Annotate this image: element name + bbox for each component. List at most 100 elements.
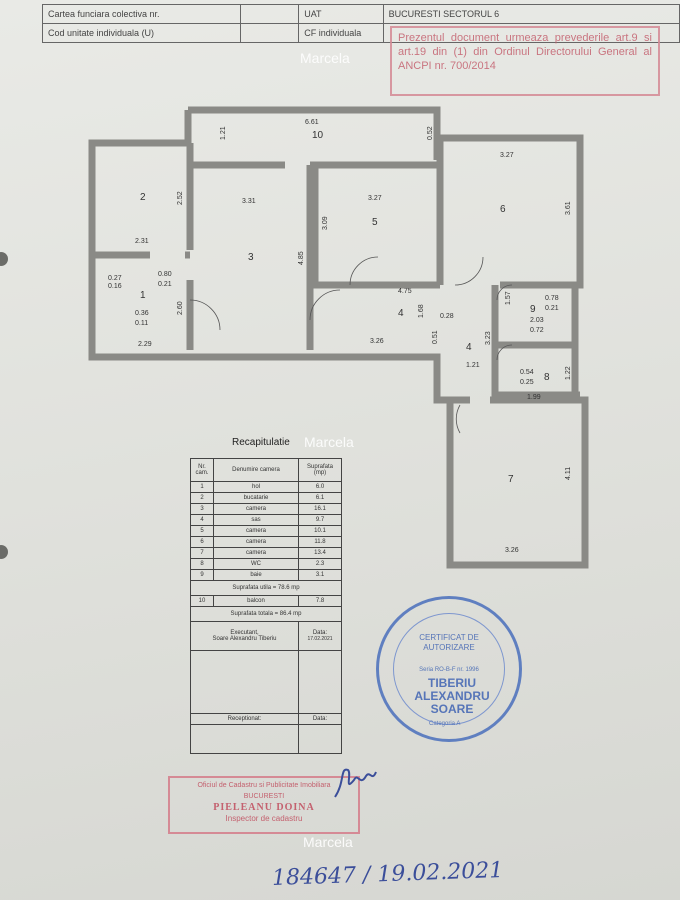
cell: 11.8 bbox=[298, 536, 342, 548]
room-label-4b: 4 bbox=[466, 342, 472, 353]
dimension-label: 3.31 bbox=[242, 198, 256, 205]
total-area-row: Suprafata totala = 86.4 mp bbox=[190, 606, 342, 622]
cell: 3.1 bbox=[298, 569, 342, 581]
cell: 1 bbox=[190, 481, 214, 493]
cell: 10 bbox=[190, 595, 214, 607]
room-label-5: 5 bbox=[372, 217, 378, 228]
stamp-series-text: Seria RO-B-F nr. 1996 bbox=[419, 667, 479, 673]
cell: 10.1 bbox=[298, 525, 342, 537]
cell: Suprafata (mp) bbox=[298, 458, 342, 482]
room-label-6: 6 bbox=[500, 204, 506, 215]
watermark: Marcela bbox=[304, 434, 354, 450]
dimension-label: 0.80 bbox=[158, 271, 172, 278]
dimension-label: 1.99 bbox=[527, 394, 541, 401]
cell: camera bbox=[213, 536, 299, 548]
cell bbox=[190, 650, 299, 714]
watermark: Marcela bbox=[303, 834, 353, 850]
floor-plan: 10 2 3 5 6 1 4 4 9 8 7 6.61 1.21 0.52 2.… bbox=[88, 106, 589, 569]
cell: 2 bbox=[190, 492, 214, 504]
cell: Data: bbox=[298, 713, 342, 725]
dimension-label: 3.23 bbox=[485, 331, 492, 345]
cell: 9 bbox=[190, 569, 214, 581]
dimension-label: 0.21 bbox=[158, 281, 172, 288]
cadastre-stamp: Oficiul de Cadastru si Publicitate Imobi… bbox=[168, 776, 360, 834]
dimension-label: 0.51 bbox=[432, 330, 439, 344]
walls bbox=[88, 106, 589, 569]
cell: camera bbox=[213, 503, 299, 515]
cell: CF individuala bbox=[298, 23, 384, 43]
room-label-9: 9 bbox=[530, 304, 536, 315]
cell: 2.3 bbox=[298, 558, 342, 570]
cell: 3 bbox=[190, 503, 214, 515]
cell: Nr. cam. bbox=[190, 458, 214, 482]
dimension-label: 1.57 bbox=[505, 291, 512, 305]
receptionat-row: Receptionat:Data: bbox=[190, 713, 342, 725]
room-label-4: 4 bbox=[398, 308, 404, 319]
signature-row bbox=[190, 650, 342, 714]
legal-stamp: Prezentul document urmeaza prevederile a… bbox=[390, 26, 660, 96]
cell: hol bbox=[213, 481, 299, 493]
dimension-label: 3.26 bbox=[505, 547, 519, 554]
dimension-label: 1.68 bbox=[418, 304, 425, 318]
dimension-label: 3.27 bbox=[500, 152, 514, 159]
watermark: Marcela bbox=[300, 50, 350, 66]
stamp-cert-text: CERTIFICAT DE AUTORIZARE bbox=[419, 633, 479, 652]
dimension-label: 3.27 bbox=[368, 195, 382, 202]
cell: Denumire camera bbox=[213, 458, 299, 482]
dimension-label: 0.28 bbox=[440, 313, 454, 320]
dimension-label: 2.31 bbox=[135, 238, 149, 245]
cell: 4 bbox=[190, 514, 214, 526]
cell: 6.0 bbox=[298, 481, 342, 493]
cell: Suprafata totala = 86.4 mp bbox=[190, 606, 342, 622]
dimension-label: 4.75 bbox=[398, 288, 412, 295]
dimension-label: 4.11 bbox=[565, 467, 572, 480]
dimension-label: 1.21 bbox=[466, 362, 480, 369]
cell: 7.8 bbox=[298, 595, 342, 607]
cell: Executant,Soare Alexandru Tiberiu bbox=[190, 621, 299, 651]
stamp-category-text: Categoria A bbox=[429, 721, 461, 727]
dimension-label: 0.27 bbox=[108, 275, 122, 282]
cell: 6 bbox=[190, 536, 214, 548]
dimension-label: 0.36 bbox=[135, 310, 149, 317]
cell: 13.4 bbox=[298, 547, 342, 559]
stamp-name-text: TIBERIU ALEXANDRU SOARE bbox=[414, 676, 490, 716]
dimension-label: 2.29 bbox=[138, 341, 152, 348]
cell: balcon bbox=[213, 595, 299, 607]
recap-title: Recapitulatie bbox=[232, 437, 290, 448]
signature-row bbox=[190, 724, 342, 754]
useful-area-row: Suprafata utila = 78.6 mp bbox=[190, 580, 342, 596]
dimension-label: 0.52 bbox=[427, 126, 434, 140]
dimension-label: 1.22 bbox=[565, 366, 572, 380]
dimension-label: 0.78 bbox=[545, 295, 559, 302]
room-label-3: 3 bbox=[248, 252, 254, 263]
dimension-label: 2.03 bbox=[530, 317, 544, 324]
cell: Data:17.02.2021 bbox=[298, 621, 342, 651]
cell: camera bbox=[213, 525, 299, 537]
door-swings bbox=[189, 256, 513, 434]
cell: Suprafata utila = 78.6 mp bbox=[190, 580, 342, 596]
dimension-label: 2.52 bbox=[177, 191, 184, 205]
dimension-label: 1.21 bbox=[220, 126, 227, 140]
cell: WC bbox=[213, 558, 299, 570]
cell: 6.1 bbox=[298, 492, 342, 504]
room-label-7: 7 bbox=[508, 474, 514, 485]
dimension-label: 3.09 bbox=[322, 216, 329, 230]
room-label-10: 10 bbox=[312, 130, 324, 141]
binder-hole bbox=[0, 252, 8, 266]
cell bbox=[382, 23, 680, 43]
dimension-label: 0.25 bbox=[520, 379, 534, 386]
signature bbox=[334, 768, 377, 798]
cell bbox=[190, 724, 299, 754]
dimension-label: 6.61 bbox=[305, 119, 319, 126]
